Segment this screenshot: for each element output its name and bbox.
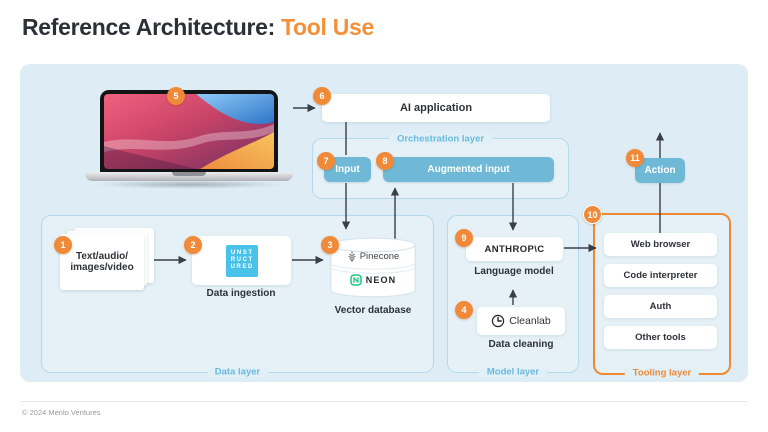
cleanlab-icon xyxy=(492,314,505,328)
cleanlab-node: Cleanlab xyxy=(477,307,565,335)
unstructured-logo: UNST RUCT URED xyxy=(225,244,258,277)
unstructured-logo-row3: URED xyxy=(230,264,254,270)
laptop-shadow xyxy=(93,180,285,189)
tool-other-tools-label: Other tools xyxy=(635,332,686,343)
step-badge-6: 6 xyxy=(313,87,331,105)
neon-label: NEON xyxy=(365,275,397,285)
ai-application-label: AI application xyxy=(399,102,473,114)
step-badge-9: 9 xyxy=(455,229,473,247)
tool-web-browser-label: Web browser xyxy=(630,239,691,250)
vector-database-cylinder xyxy=(330,237,416,298)
page-title-highlight: Tool Use xyxy=(281,14,375,40)
augmented-input-node: Augmented input xyxy=(383,157,554,182)
tooling-layer-label: Tooling layer xyxy=(624,367,700,379)
ai-application-node: AI application xyxy=(322,94,550,122)
data-layer-label: Data layer xyxy=(206,366,269,378)
data-ingestion-label: Data ingestion xyxy=(206,288,276,299)
tool-auth-label: Auth xyxy=(649,301,672,312)
model-layer-label: Model layer xyxy=(478,366,548,378)
step-badge-4: 4 xyxy=(455,301,473,319)
neon-row: NEON xyxy=(330,274,416,286)
data-ingestion-node: UNST RUCT URED xyxy=(192,236,291,285)
step-badge-5: 5 xyxy=(167,87,185,105)
laptop-notch xyxy=(172,172,206,176)
anthropic-node: ANTHROP\C xyxy=(466,237,563,261)
source-files-label-line1: Text/audio/ xyxy=(75,250,129,262)
tool-other-tools: Other tools xyxy=(604,326,717,349)
tool-code-interpreter: Code interpreter xyxy=(604,264,717,287)
orchestration-layer-label: Orchestration layer xyxy=(388,133,493,145)
step-badge-7: 7 xyxy=(317,152,335,170)
tool-web-browser: Web browser xyxy=(604,233,717,256)
unstructured-logo-row1: UNST xyxy=(230,250,254,256)
step-badge-1: 1 xyxy=(54,236,72,254)
language-model-label: Language model xyxy=(474,266,554,277)
cleanlab-label: Cleanlab xyxy=(509,315,551,327)
pinecone-icon xyxy=(348,251,356,262)
laptop-base xyxy=(85,172,293,181)
step-badge-2: 2 xyxy=(184,236,202,254)
tool-code-interpreter-label: Code interpreter xyxy=(623,270,698,281)
macos-wallpaper xyxy=(104,94,274,169)
tool-auth: Auth xyxy=(604,295,717,318)
augmented-input-label: Augmented input xyxy=(427,164,510,175)
data-cleaning-label: Data cleaning xyxy=(488,339,554,350)
laptop-image xyxy=(100,90,278,173)
footer-divider xyxy=(20,401,748,402)
pinecone-label: Pinecone xyxy=(359,251,400,262)
step-badge-8: 8 xyxy=(376,152,394,170)
vector-database-label: Vector database xyxy=(334,305,412,316)
neon-icon xyxy=(350,274,362,286)
footer-copyright: © 2024 Menlo Ventures xyxy=(22,408,101,417)
action-label: Action xyxy=(644,165,676,176)
step-badge-3: 3 xyxy=(321,236,339,254)
source-files-node: Text/audio/ images/video xyxy=(60,234,144,290)
anthropic-logo: ANTHROP\C xyxy=(484,243,545,255)
step-badge-11: 11 xyxy=(626,149,644,167)
unstructured-logo-row2: RUCT xyxy=(230,257,254,263)
input-label: Input xyxy=(335,164,360,175)
input-node: Input xyxy=(324,157,371,182)
page-title: Reference Architecture:Tool Use xyxy=(22,14,374,41)
step-badge-10: 10 xyxy=(583,205,602,224)
page-title-prefix: Reference Architecture: xyxy=(22,14,276,40)
source-files-label-line2: images/video xyxy=(70,262,134,273)
pinecone-row: Pinecone xyxy=(330,251,416,262)
